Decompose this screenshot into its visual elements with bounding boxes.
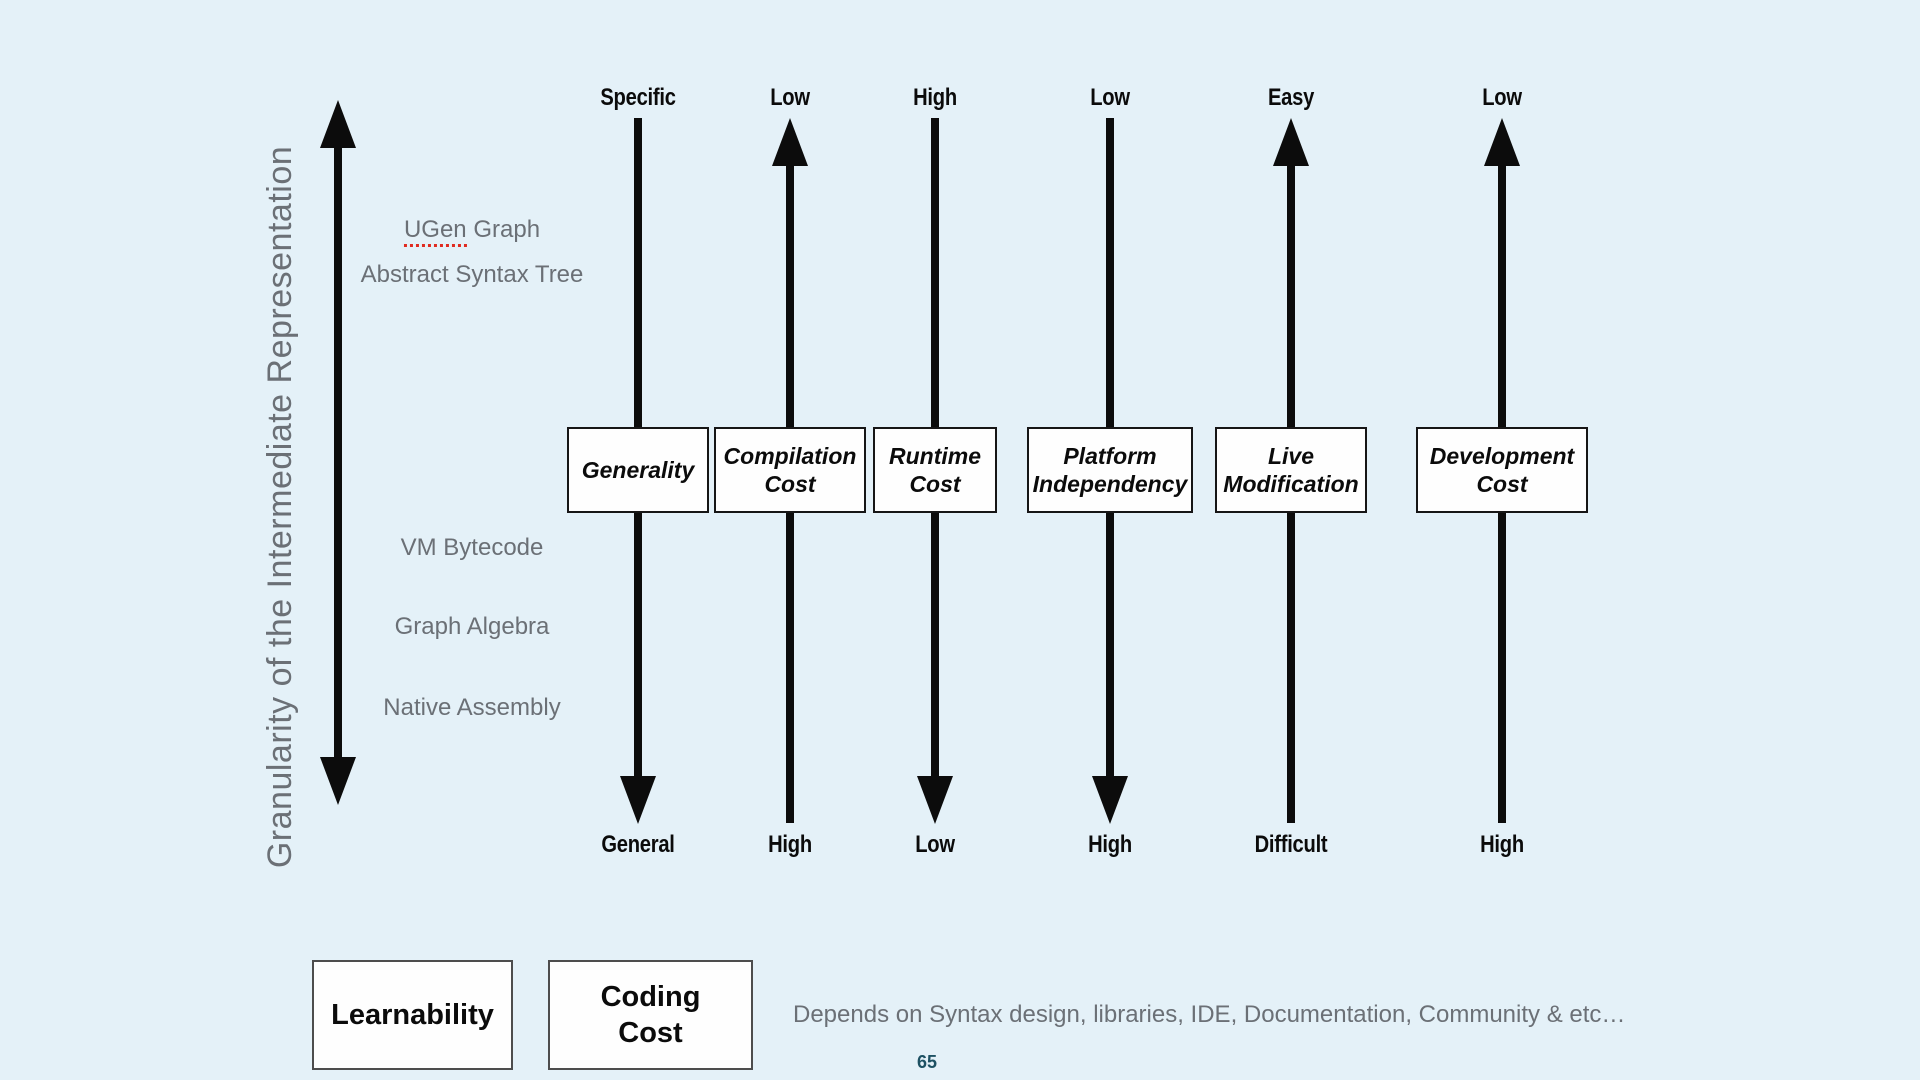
ir-level-abstract-syntax-tree: Abstract Syntax Tree — [360, 261, 584, 288]
top-endpoint-label: Easy — [1267, 84, 1315, 111]
down-arrowhead — [1092, 776, 1128, 824]
axis-title: Granularity of the Intermediate Represen… — [261, 145, 299, 869]
misspelled-word: UGen — [403, 216, 467, 247]
top-endpoint-label: Low — [770, 84, 810, 111]
down-arrowhead — [620, 776, 656, 824]
footer-note: Depends on Syntax design, libraries, IDE… — [793, 1001, 1626, 1028]
top-endpoint-label: Low — [1090, 84, 1130, 111]
top-endpoint-label: Specific — [600, 84, 676, 111]
ir-level-vm-bytecode: VM Bytecode — [400, 534, 544, 561]
bottom-endpoint-label: High — [768, 831, 812, 858]
bottom-endpoint-label: High — [1480, 831, 1524, 858]
bottom-endpoint-label: Difficult — [1254, 831, 1328, 858]
double-arrow-down-arrowhead — [320, 757, 356, 805]
down-arrowhead — [917, 776, 953, 824]
factor-box-generality: Generality — [567, 427, 709, 513]
learnability-box: Learnability — [312, 960, 513, 1070]
top-endpoint-label: High — [913, 84, 957, 111]
slide-page-number: 65 — [916, 1052, 938, 1072]
bottom-endpoint-label: High — [1088, 831, 1132, 858]
double-arrow-shaft — [334, 142, 342, 764]
ir-level-ugen-graph: UGen Graph — [403, 216, 540, 247]
bottom-endpoint-label: General — [601, 831, 675, 858]
bottom-endpoint-label: Low — [915, 831, 955, 858]
ir-level-native-assembly: Native Assembly — [383, 694, 561, 721]
top-endpoint-label: Low — [1482, 84, 1522, 111]
ir-level-graph-algebra: Graph Algebra — [394, 613, 550, 640]
double-arrow-up-arrowhead — [320, 100, 356, 148]
